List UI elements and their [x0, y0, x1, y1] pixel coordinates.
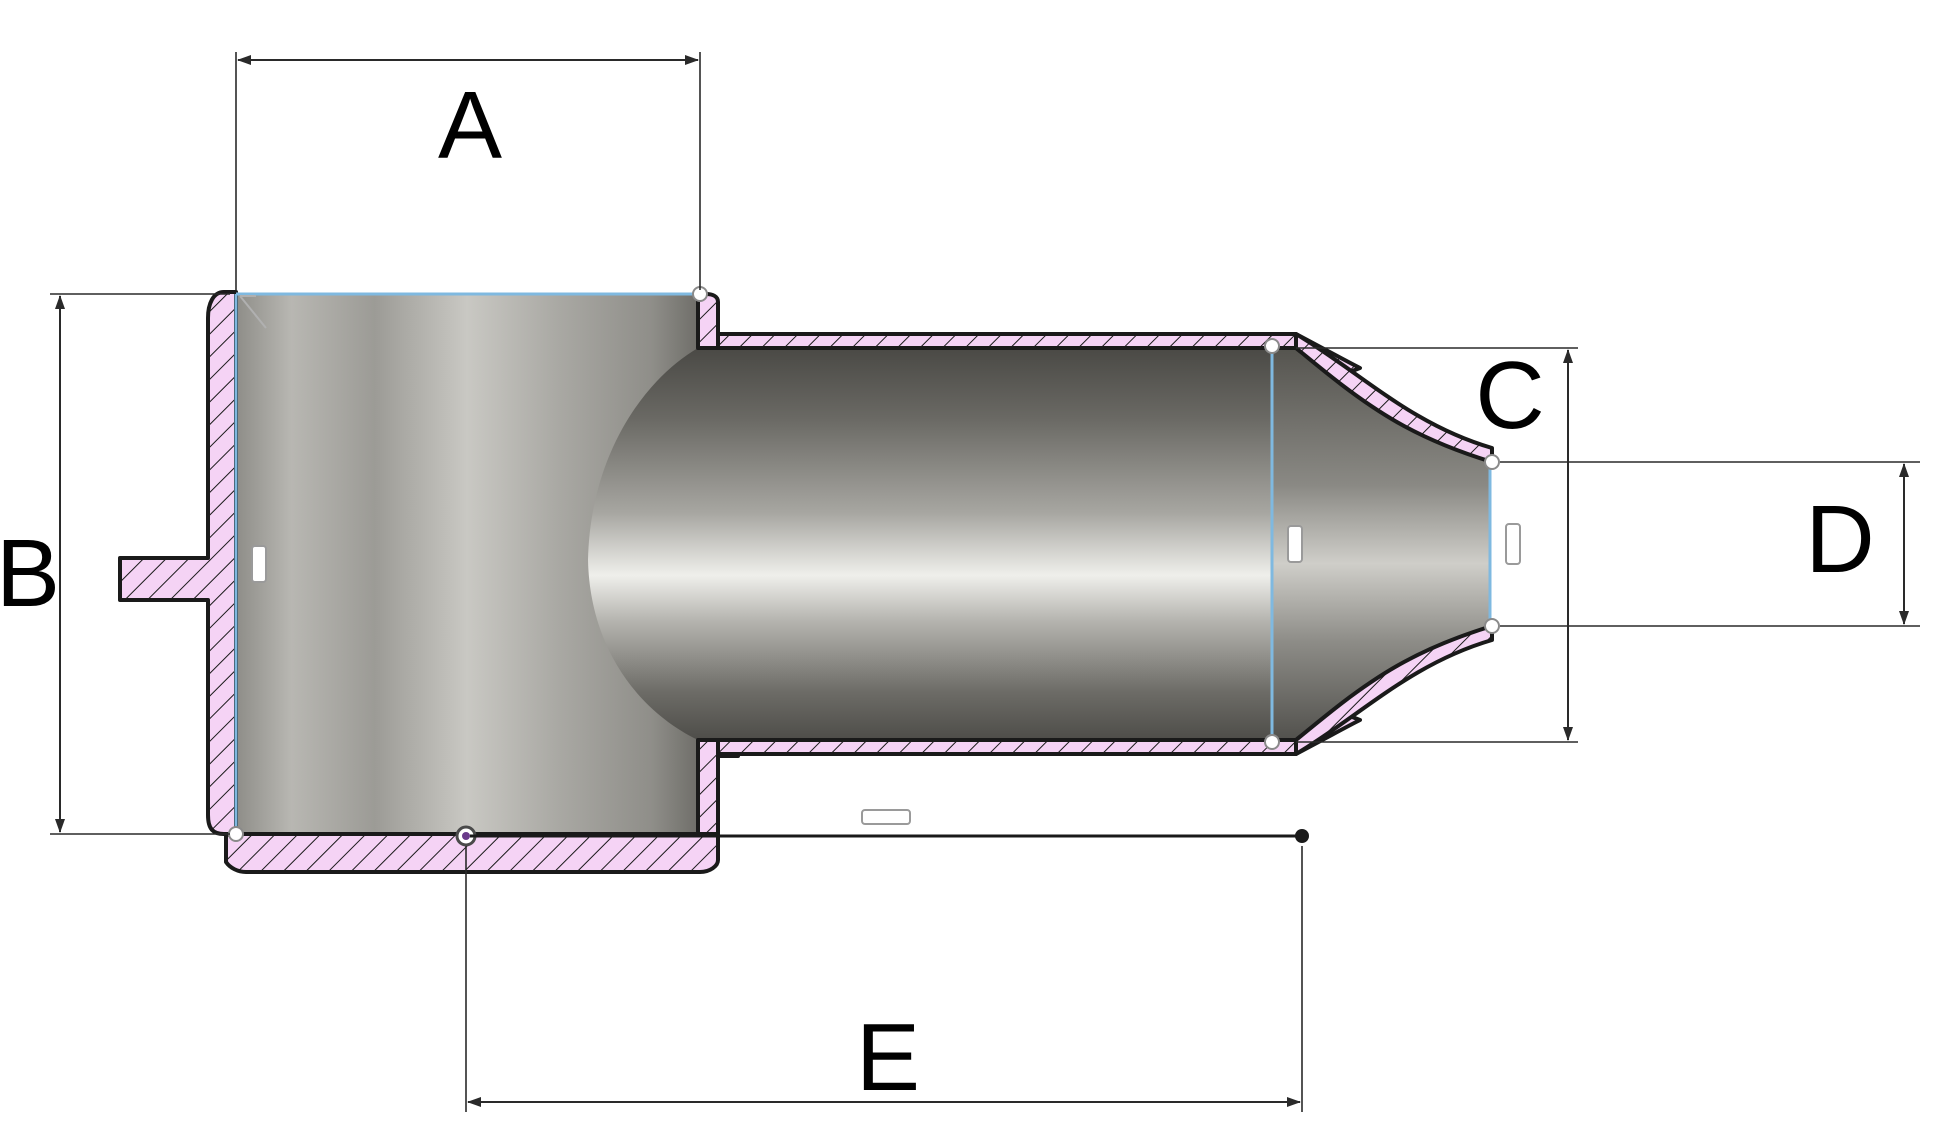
metal-body: [236, 294, 1490, 834]
cup-bottom-wall: [224, 832, 720, 874]
vertex-point: [1484, 454, 1500, 470]
dimension-c: C: [1296, 342, 1578, 743]
vertex-point: [1264, 338, 1280, 354]
dimension-b-label: B: [0, 520, 60, 627]
vertex-point: [1484, 618, 1500, 634]
constraint-icon: [1287, 525, 1303, 563]
constraint-icon: [251, 545, 267, 583]
nozzle-top-wall: [1294, 332, 1494, 464]
dimension-a-label: A: [438, 72, 502, 179]
dimension-c-label: C: [1475, 342, 1544, 449]
dimension-d-label: D: [1805, 486, 1874, 593]
section-walls: [118, 290, 1494, 874]
dimension-e: E: [465, 829, 1309, 1112]
highlighted-edges: [234, 292, 1492, 834]
cup-left-wall: [118, 290, 238, 836]
vertex-point: [228, 826, 244, 842]
vertex-point: [1264, 734, 1280, 750]
origin-point-center: [462, 832, 470, 840]
nozzle-bottom-wall: [1294, 624, 1494, 756]
tube-interior: [588, 348, 1272, 740]
constraint-icon: [861, 809, 911, 825]
dimension-a: A: [235, 52, 701, 290]
constraint-icon: [1505, 523, 1521, 565]
constraint-markers: [239, 295, 1521, 825]
reference-end-point: [1295, 829, 1309, 843]
dimension-d: D: [1500, 461, 1920, 627]
dimension-b: B: [0, 293, 230, 835]
nozzle-interior: [1272, 348, 1490, 740]
corner-icon: [239, 295, 267, 329]
dimension-e-label: E: [856, 1004, 920, 1111]
